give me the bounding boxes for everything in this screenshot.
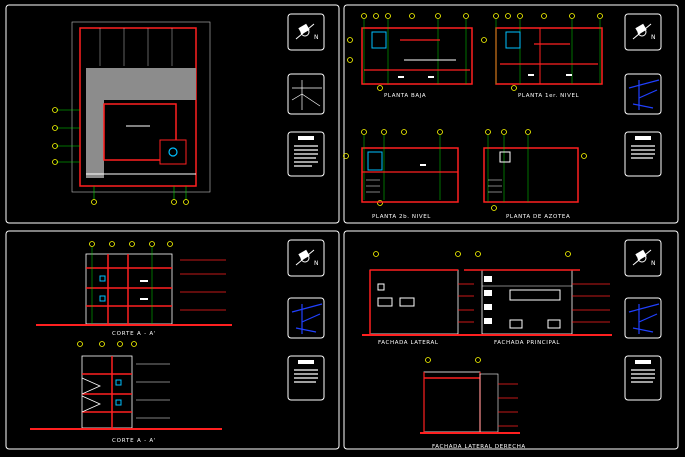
label-planta-1er-nivel: PLANTA 1er. NIVEL bbox=[518, 93, 580, 99]
sections: CORTE A - A' CORTE A - A' bbox=[30, 241, 232, 444]
label-corte-bottom: CORTE A - A' bbox=[112, 438, 156, 444]
north-label: N bbox=[314, 34, 319, 41]
label-fachada-principal: FACHADA PRINCIPAL bbox=[494, 340, 560, 346]
label-planta-2b-nivel: PLANTA 2b. NIVEL bbox=[372, 214, 431, 220]
svg-text:N: N bbox=[651, 34, 656, 41]
svg-text:N: N bbox=[314, 260, 319, 267]
label-corte-top: CORTE A - A' bbox=[112, 331, 156, 337]
title-block-panel-1: N bbox=[287, 13, 325, 177]
corte-a-a-bottom bbox=[30, 341, 222, 430]
label-planta-azotea: PLANTA DE AZOTEA bbox=[506, 214, 570, 220]
facades: FACHADA LATERAL FACHADA PRINCIPAL FACHAD… bbox=[362, 251, 612, 450]
title-block-panel-2: N bbox=[624, 13, 662, 177]
planta-azotea bbox=[483, 129, 587, 211]
svg-text:N: N bbox=[651, 260, 656, 267]
title-block-panel-3: N bbox=[287, 239, 325, 401]
label-fachada-lateral-derecha: FACHADA LATERAL DERECHA bbox=[432, 444, 526, 450]
site-plan bbox=[52, 21, 211, 205]
floor-plans: PLANTA BAJA PLANTA 1er. NIVEL bbox=[343, 13, 603, 220]
planta-1er-nivel bbox=[495, 19, 603, 85]
title-blocks: N N bbox=[287, 13, 662, 401]
fachada-lateral bbox=[369, 269, 474, 335]
location-map-icon bbox=[291, 80, 322, 110]
panel-frames bbox=[5, 4, 679, 450]
label-fachada-lateral: FACHADA LATERAL bbox=[378, 340, 439, 346]
planta-baja bbox=[361, 19, 473, 85]
title-block-panel-4: N bbox=[624, 239, 662, 401]
fachada-principal bbox=[464, 269, 610, 335]
corte-a-a-top bbox=[36, 241, 232, 326]
planta-2b-nivel bbox=[343, 129, 459, 206]
fachada-lateral-derecha bbox=[420, 357, 520, 434]
label-planta-baja: PLANTA BAJA bbox=[384, 93, 426, 99]
north-arrow-icon bbox=[295, 23, 315, 40]
